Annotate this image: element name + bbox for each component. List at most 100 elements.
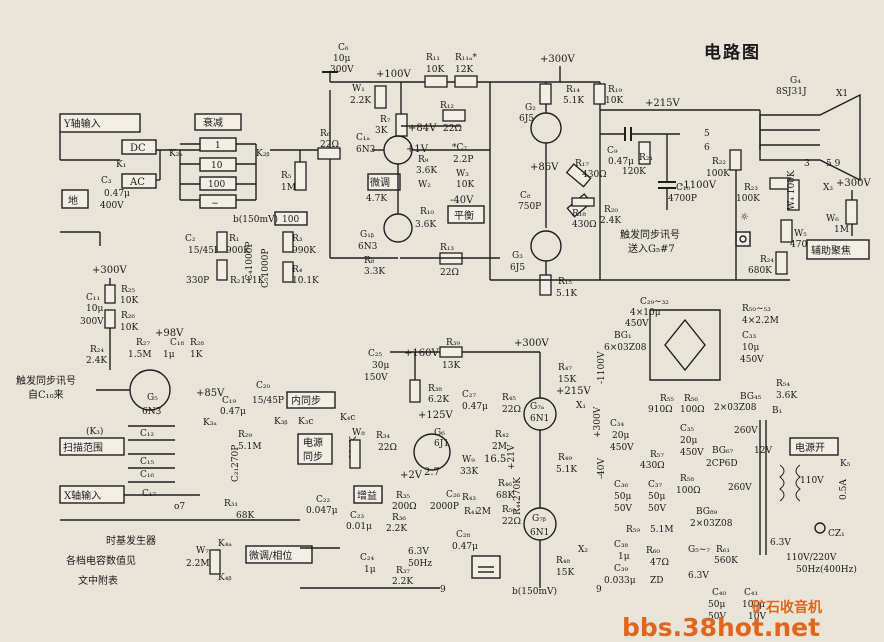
r26-value: 10K: [120, 323, 138, 333]
r4-label: R₄: [292, 265, 303, 275]
ground-box[interactable]: [61, 189, 89, 209]
zd-label: ZD: [650, 576, 663, 586]
c9-label: C₉: [607, 146, 618, 156]
balance-box[interactable]: [447, 205, 485, 224]
r19-value: 10K: [605, 96, 623, 106]
trigger-from-line2: 自C₁₀来: [28, 388, 64, 401]
v63-a: 6.3V: [408, 547, 429, 557]
aux-focus-box[interactable]: [806, 239, 870, 260]
r7-value: 3K: [375, 126, 388, 136]
ac-box[interactable]: [121, 173, 157, 189]
r56-label: R₅₆: [684, 394, 698, 404]
supply-2v: +2V: [400, 470, 423, 481]
c19-value: 0.47μ: [220, 407, 246, 417]
power-sync-label: 电源: [303, 436, 323, 449]
w4-label: W₄ 100K: [787, 170, 797, 210]
c10-label: C₁₀: [676, 183, 690, 193]
r25-value: 10K: [120, 296, 138, 306]
c20-label: C₂₀: [256, 381, 270, 391]
c38-label: C₃₈: [614, 540, 628, 550]
r56-value: 100Ω: [680, 405, 705, 415]
r28-label: R₂₈: [190, 338, 204, 348]
r3-value: 990K: [292, 246, 316, 256]
y-input-label: Y轴输入: [63, 117, 101, 130]
c22-value: 0.047μ: [306, 506, 338, 516]
r36-value: 2.2K: [386, 524, 407, 534]
r22-label: R₂₂: [712, 157, 726, 167]
supply-86v: +86V: [530, 162, 559, 173]
internal-sync-box[interactable]: [286, 391, 336, 409]
focus-pot-icon[interactable]: [735, 231, 751, 247]
power-sync-box[interactable]: [297, 433, 333, 465]
power-switch-box[interactable]: [789, 437, 839, 456]
gain-box[interactable]: [353, 485, 383, 504]
crt-pin6: 6: [704, 143, 710, 153]
c10-value: 4700P: [668, 194, 697, 204]
power-sync-line2: 同步: [303, 451, 323, 463]
c33-voltage: 450V: [740, 355, 764, 365]
r41-label: R₄₁: [464, 507, 478, 517]
supply-85v: +85V: [196, 388, 225, 399]
c33-label: C₃₃: [742, 331, 756, 341]
r25-label: R₂₅: [121, 285, 135, 295]
watermark-brand: 矿石收音机: [752, 599, 822, 616]
k2b-label: K₂ᵦ: [256, 149, 270, 159]
att-step-100b[interactable]: [274, 211, 308, 226]
r11-label: R₁₁: [426, 53, 440, 63]
g6-type: 6J1: [434, 439, 449, 449]
tube-g5: [129, 369, 171, 411]
r54-value: 3.6K: [776, 391, 797, 401]
supply-100v: +100V: [376, 69, 411, 80]
r48-value: 15K: [556, 568, 574, 578]
c1a-label: C₁ₐ: [356, 133, 370, 143]
r23-label: R₂₃: [744, 183, 758, 193]
cz1-label: CZ₁: [828, 529, 845, 539]
c18-label: C₁₈: [170, 338, 184, 348]
r21-label: R₂₁: [639, 153, 653, 163]
supply-98v: +98V: [155, 328, 184, 339]
r21-value: 120K: [622, 167, 646, 177]
dc-box[interactable]: [121, 139, 157, 155]
k1-label: K₁: [116, 160, 126, 170]
pin-9-right: 9: [596, 585, 602, 595]
g4-type: 8SJ31J: [776, 87, 807, 97]
r59-value: 5.1M: [650, 525, 674, 535]
w7-value: 2.2M: [186, 559, 210, 569]
c4-label: C₄1000P: [245, 242, 255, 281]
trigger-from-label: 触发同步讯号: [16, 374, 76, 387]
fine-phase-box[interactable]: [245, 545, 313, 564]
r20-label: R₂₀: [604, 205, 618, 215]
r50-53-label: R₅₀~₅₃: [742, 304, 771, 314]
r50-53-value: 4×2.2M: [742, 316, 779, 326]
fine-adjust-box[interactable]: [367, 173, 401, 191]
freq-50hz: 50Hz: [408, 559, 432, 569]
w2-value: 4.7K: [366, 194, 387, 204]
k4c-label: K₄c: [340, 413, 355, 423]
y-input-box[interactable]: [59, 113, 141, 133]
c24-value: 1μ: [364, 565, 376, 575]
r42-value: 2M: [492, 442, 507, 452]
watermark-url: bbs.38hot.net: [622, 613, 820, 642]
y-input-section: Y轴输入 DC AC K₁ K₂ₐ K₂ᵦ C₃ 0.47μ 400V 地 衰减…: [59, 113, 319, 288]
c15-label: C₁₅: [140, 457, 154, 467]
appendix-label: 文中附表: [78, 574, 118, 587]
power-supply-section: C₂₉~₃₂ 4×10μ 450V R₅₀~₅₃ 4×2.2M BG₁ 6×03…: [593, 297, 857, 622]
r34-value: 22Ω: [378, 443, 397, 453]
c17-label: C₁₇: [142, 489, 156, 499]
attenuator-box[interactable]: [194, 113, 242, 131]
r39-label: R₃₉: [446, 338, 460, 348]
w5-value: 470K: [790, 240, 814, 250]
c3-label: C₃: [101, 176, 112, 186]
c40-voltage: 50V: [708, 612, 726, 622]
trigger-to-line2: 送入G₅#7: [628, 242, 675, 255]
x2-label: X₂: [578, 545, 588, 555]
c11-value: 10μ: [86, 304, 103, 314]
c11-label: C₁₁: [86, 293, 100, 303]
timebase-section: +300V R₂₅ 10K R₂₆ 10K C₁₁ 10μ 300V +98V …: [16, 265, 313, 587]
c20-value: 15/45P: [252, 396, 284, 406]
att-step-ac[interactable]: [199, 194, 237, 209]
c5-label: C₅1000P: [261, 249, 271, 288]
crt-tube: [759, 93, 861, 182]
sweep-range-box[interactable]: [59, 437, 125, 456]
page-title: 电路图: [704, 42, 761, 63]
